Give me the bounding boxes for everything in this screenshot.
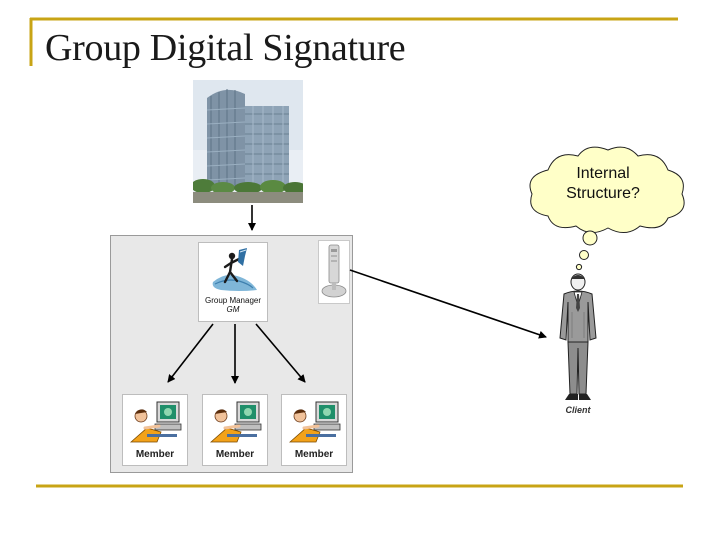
member-card: Member (122, 394, 188, 466)
group-manager-sublabel: GM (226, 305, 240, 314)
slide-title: Group Digital Signature (45, 27, 406, 69)
member-label: Member (135, 449, 175, 460)
arrow-gm-to-member-left (167, 323, 214, 383)
group-manager-card: Group Manager GM (198, 242, 268, 322)
member-at-computer-icon (288, 401, 341, 443)
thought-bubble-large (582, 230, 598, 246)
member-at-computer-icon (209, 401, 262, 443)
building-image (193, 80, 303, 203)
arrow-group-to-client (349, 269, 547, 339)
server-icon (321, 244, 347, 298)
member-card: Member (281, 394, 347, 466)
thought-cloud-text: Internal Structure? (528, 164, 678, 204)
server-card (318, 240, 350, 304)
client-label: Client (565, 405, 591, 415)
group-manager-icon (212, 248, 257, 291)
group-manager-label: Group Manager (204, 296, 262, 305)
arrow-gm-to-member-right (255, 323, 306, 383)
thought-line-2: Structure? (566, 185, 640, 202)
thought-bubble-small (575, 263, 583, 271)
client-figure-icon (559, 273, 597, 400)
member-label: Member (215, 449, 255, 460)
member-label: Member (294, 449, 334, 460)
thought-cloud (529, 146, 685, 271)
member-card: Member (202, 394, 268, 466)
thought-line-1: Internal (576, 165, 630, 182)
thought-bubble-medium (579, 250, 589, 260)
member-at-computer-icon (129, 401, 182, 443)
